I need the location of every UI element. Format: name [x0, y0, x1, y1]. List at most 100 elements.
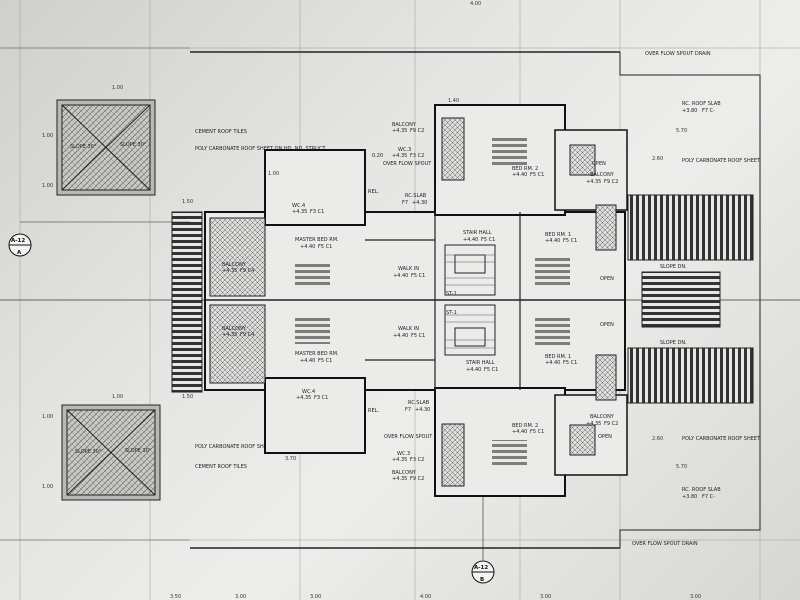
- cement-tiles-note: CEMENT ROOF TILES: [195, 464, 247, 470]
- room-level: +4.35: [296, 395, 311, 401]
- room-code: F5 C1: [318, 244, 332, 250]
- room-name: WC.3: [398, 147, 411, 153]
- room-level: +4.30: [415, 407, 430, 413]
- right-tile-bottom: [595, 354, 617, 401]
- slope-label: SLOPE 30°: [125, 448, 152, 454]
- room-level: +4.35: [392, 153, 407, 159]
- room-code: F9 C4: [240, 268, 254, 274]
- room-code: F5 C1: [484, 367, 498, 373]
- slope-label: SLOPE 30°: [70, 144, 97, 150]
- room-code: F5 C1: [411, 333, 425, 339]
- room-level: +4.40: [512, 172, 527, 178]
- room-level: +4.40: [300, 358, 315, 364]
- room-level: +4.30: [412, 200, 427, 206]
- overflow-drain-label: OVER FLOW SPOUT DRAIN: [645, 51, 711, 57]
- poly-sheet-right: POLY CARBONATE ROOF SHEET: [682, 436, 761, 442]
- room-level: +4.35: [586, 179, 601, 185]
- room-level: +4.40: [545, 360, 560, 366]
- open-label: OPEN: [598, 434, 612, 440]
- grid-dim: 4.00: [420, 594, 431, 600]
- slope-label: SLOPE 30°: [75, 449, 102, 455]
- room-name: WC.4: [292, 203, 305, 209]
- poly-sheet-note: POLY CARBONATE ROOF SHEET ON HD. ND. STR…: [195, 146, 327, 152]
- slope-dn-label: SLOPE DN.: [660, 340, 687, 346]
- overflow-spout: OVER FLOW SPOUT: [383, 161, 432, 167]
- room-name: RC.SLAB: [405, 193, 427, 199]
- rc-slab-code: F7 C-: [702, 108, 715, 114]
- balcony-left-bottom: [209, 304, 266, 384]
- poly-sheet-note: POLY CARBONATE ROOF SHEET ON HD. ND. STR…: [195, 444, 327, 450]
- room-name: BED RM. 2: [512, 423, 538, 429]
- open-label: OPEN: [600, 276, 614, 282]
- dim-label: 0.20: [372, 153, 383, 159]
- slope-label: SLOPE 30°: [120, 142, 147, 148]
- section-marker-a: A-12 A: [8, 221, 190, 257]
- rc-slab-name: RC. ROOF SLAB: [682, 101, 721, 107]
- section-letter-label: A: [17, 250, 22, 256]
- grid-dim: 3.00: [310, 594, 321, 600]
- section-sheet-label: A-12: [11, 238, 25, 244]
- stair-label: ST-1: [446, 310, 457, 316]
- grid-dim: 3.00: [690, 594, 701, 600]
- section-marker-b: A-12 B: [471, 490, 495, 584]
- grid-dim: 3.00: [235, 594, 246, 600]
- grid-dim: 4.00: [470, 1, 481, 7]
- room-name: MASTER BED RM.: [295, 237, 339, 243]
- pergola-right-top: [627, 194, 754, 261]
- room-code: F5 C1: [318, 358, 332, 364]
- open-tile-bottom: [569, 424, 596, 456]
- rel-label: REL.: [368, 189, 379, 195]
- grid-dim: 3.50: [170, 594, 181, 600]
- room-code: F5 C1: [530, 429, 544, 435]
- overflow-spout: OVER FLOW SPOUT: [384, 434, 433, 440]
- room-name: MASTER BED RM.: [295, 351, 339, 357]
- room-name: RC.SLAB: [408, 400, 430, 406]
- room-code: F3 C2: [410, 457, 424, 463]
- room-level: +4.35: [392, 457, 407, 463]
- room-code: F7: [405, 407, 411, 413]
- room-name: BALCONY: [590, 172, 615, 178]
- pergola-right-bottom: [627, 347, 754, 404]
- room-code: F5 C1: [481, 237, 495, 243]
- room-name: WALK IN: [398, 266, 419, 272]
- dim-label: 5.70: [676, 464, 687, 470]
- dim-label: 2.60: [652, 156, 663, 162]
- right-tile-top: [595, 204, 617, 251]
- room-name: BALCONY: [222, 262, 247, 268]
- dim-label: 1.50: [182, 199, 193, 205]
- room-name: WC.3: [397, 451, 410, 457]
- cement-tiles-note: CEMENT ROOF TILES: [195, 129, 247, 135]
- dim-label: 3.70: [285, 456, 296, 462]
- room-code: F3 C2: [410, 153, 424, 159]
- dim-label: 5.70: [676, 128, 687, 134]
- balcony-top-tile: [441, 117, 465, 181]
- pergola-right-mid: [641, 271, 721, 328]
- room-level: +4.35: [392, 476, 407, 482]
- room-code: F9 C2: [604, 179, 618, 185]
- dim-label: 1.00: [112, 394, 123, 400]
- room-code: F7: [402, 200, 408, 206]
- room-name: WALK IN: [398, 326, 419, 332]
- rc-slab-level: +3.80: [682, 108, 697, 114]
- room-level: +4.35: [586, 421, 601, 427]
- stair-top: ST-1: [444, 244, 496, 297]
- room-level: +4.40: [393, 273, 408, 279]
- room-name: BED RM. 2: [512, 166, 538, 172]
- section-letter-label: B: [480, 577, 484, 583]
- left-pergola: [171, 211, 203, 393]
- room-level: +4.40: [300, 244, 315, 250]
- room-level: +4.35: [222, 268, 237, 274]
- dim-label: 1.50: [182, 394, 193, 400]
- dim-label: 1.00: [112, 85, 123, 91]
- room-code: F9 C2: [410, 128, 424, 134]
- open-label: OPEN: [600, 322, 614, 328]
- rc-slab-level: +3.80: [682, 494, 697, 500]
- rc-slab-code: F7 C-: [702, 494, 715, 500]
- grid-dim: 3.00: [540, 594, 551, 600]
- room-level: +4.40: [466, 367, 481, 373]
- room-level: +4.35: [222, 332, 237, 338]
- bed-symbols: [295, 138, 570, 468]
- open-label: OPEN: [592, 161, 606, 167]
